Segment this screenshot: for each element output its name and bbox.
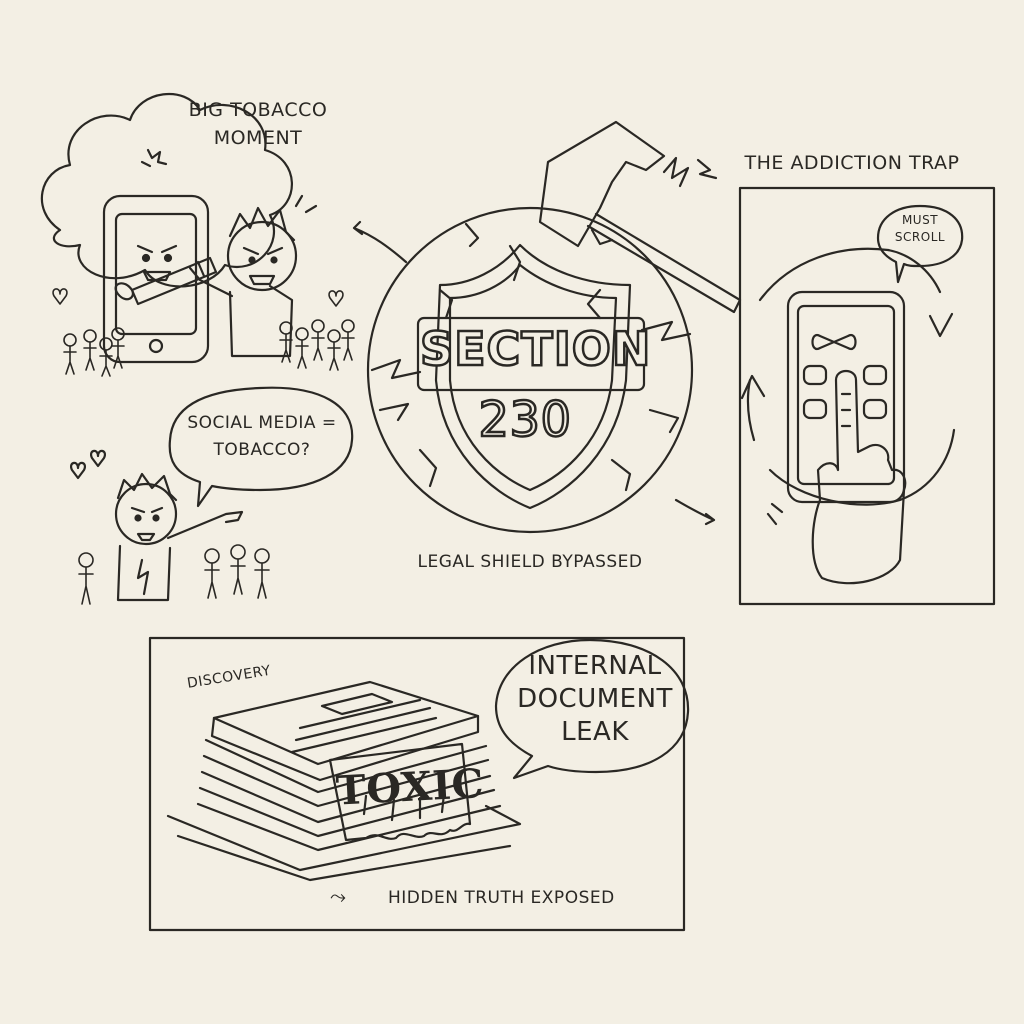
crowd-left bbox=[52, 288, 355, 377]
hidden-truth-caption: HIDDEN TRUTH EXPOSED bbox=[388, 888, 615, 908]
addiction-trap-title: THE ADDICTION TRAP bbox=[744, 152, 960, 174]
document-stack bbox=[166, 680, 522, 882]
addiction-panel-frame bbox=[738, 186, 996, 606]
internal-leak-bubble bbox=[494, 638, 690, 780]
must-scroll-bubble bbox=[876, 204, 964, 284]
internal-document-leak-text: INTERNAL DOCUMENT LEAK bbox=[517, 651, 673, 747]
big-tobacco-title: BIG TOBACCO MOMENT bbox=[188, 99, 328, 149]
scrolling-phone bbox=[786, 290, 906, 504]
angry-man bbox=[188, 194, 318, 358]
hammer-icon bbox=[538, 120, 742, 314]
social-media-speech-text: SOCIAL MEDIA = TOBACCO? bbox=[187, 413, 337, 460]
scroll-loop-arrows bbox=[740, 247, 956, 506]
must-scroll-text: MUST SCROLL bbox=[894, 213, 946, 244]
section-230-shield bbox=[366, 206, 694, 534]
toxic-stamp-text: TOXIC bbox=[334, 759, 486, 815]
cigarette bbox=[114, 256, 218, 306]
crowd-bottom-left bbox=[78, 544, 270, 605]
pointing-boy bbox=[70, 449, 244, 602]
curved-arrow-icon: ⤳ bbox=[330, 884, 347, 908]
arrow-upper-left bbox=[352, 220, 408, 264]
legal-shield-caption: LEGAL SHIELD BYPASSED bbox=[417, 552, 643, 572]
angry-phone bbox=[102, 148, 210, 364]
speech-bubble-social bbox=[168, 386, 354, 508]
discovery-panel-frame bbox=[148, 636, 686, 932]
arrow-lower-right bbox=[674, 498, 716, 526]
section-label: SECTION bbox=[419, 321, 652, 378]
section-number-label: 230 bbox=[477, 391, 572, 450]
scrolling-hand bbox=[766, 369, 907, 585]
toxic-tag bbox=[328, 742, 472, 842]
